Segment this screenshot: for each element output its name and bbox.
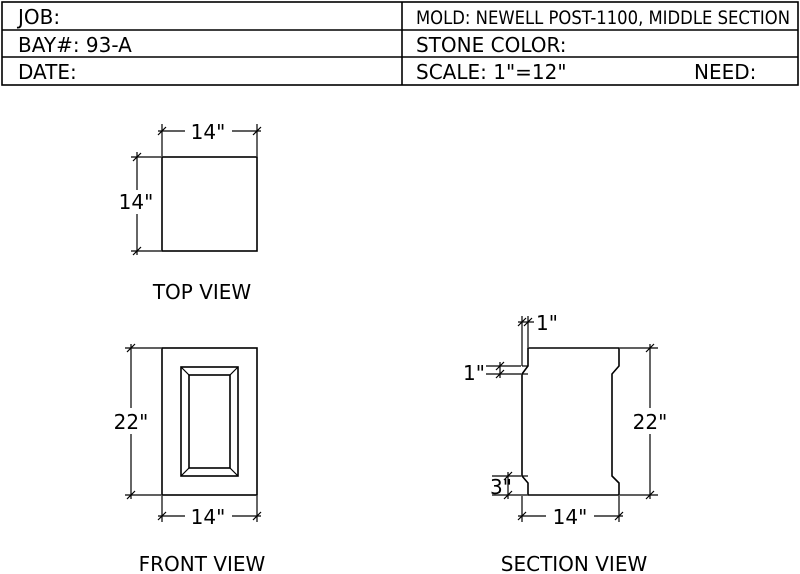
section-bottom-recess-dimension: 3"	[490, 471, 527, 500]
section-bottom-recess-dim-text: 3"	[490, 475, 512, 499]
dimension-tick	[157, 511, 167, 521]
dimension-tick	[495, 361, 505, 371]
section-view-caption: SECTION VIEW	[501, 552, 648, 574]
section-height-dimension: 22"	[620, 343, 668, 500]
front-view-width-dim-text: 14"	[191, 505, 226, 529]
dimension-tick	[157, 126, 167, 136]
scale-label: SCALE: 1"=12"	[416, 60, 567, 84]
top-view-caption: TOP VIEW	[152, 280, 252, 304]
mold-label: MOLD: NEWELL POST-1100, MIDDLE SECTION	[416, 7, 790, 29]
dimension-tick	[252, 511, 262, 521]
top-view-depth-dim-text: 14"	[119, 190, 154, 214]
dimension-tick	[503, 490, 513, 500]
need-label: NEED:	[694, 60, 756, 84]
section-width-dim-text: 14"	[553, 505, 588, 529]
section-side-recess-dim-text: 1"	[463, 361, 485, 385]
front-view-height-dim-text: 22"	[114, 410, 149, 434]
dimension-tick	[126, 343, 136, 353]
dimension-tick	[126, 490, 136, 500]
bay-label: BAY#: 93-A	[18, 33, 132, 57]
section-height-dim-text: 22"	[633, 410, 668, 434]
dimension-tick	[517, 511, 527, 521]
top-view-depth-dimension: 14"	[119, 152, 161, 256]
dimension-tick	[252, 126, 262, 136]
dimension-tick	[645, 343, 655, 353]
title-block: JOB: BAY#: 93-A DATE: MOLD: NEWELL POST-…	[1, 1, 799, 86]
dimension-tick	[645, 490, 655, 500]
section-view-profile	[521, 347, 620, 496]
panel-bevel-line	[180, 467, 190, 477]
dimension-tick	[495, 369, 505, 379]
section-width-dimension: 14"	[517, 496, 624, 529]
stone-color-label: STONE COLOR:	[416, 33, 567, 57]
dimension-tick	[132, 246, 142, 256]
panel-bevel-line	[180, 366, 190, 376]
dimension-tick	[132, 152, 142, 162]
top-view-width-dim-text: 14"	[191, 120, 226, 144]
top-view-outline	[161, 156, 258, 252]
front-view-width-dimension: 14"	[157, 496, 262, 529]
panel-bevel-line	[229, 467, 239, 477]
section-side-recess-dimension: 1"	[463, 361, 521, 385]
job-label: JOB:	[16, 5, 60, 29]
front-view-panel-outer	[180, 366, 239, 477]
panel-bevel-line	[229, 366, 239, 376]
dimension-tick	[517, 317, 527, 327]
title-block-border	[1, 1, 799, 86]
top-view: 14" 14" TOP VIEW	[119, 120, 262, 304]
top-view-width-dimension: 14"	[157, 120, 262, 156]
front-view-outline	[161, 347, 258, 496]
front-view-panel-inner	[188, 374, 231, 469]
section-top-offset-dim-text: 1"	[536, 311, 558, 335]
section-view: 1" 1" 3" 22"	[463, 311, 667, 574]
front-view-caption: FRONT VIEW	[139, 552, 266, 574]
dimension-tick	[503, 471, 513, 481]
dimension-tick	[614, 511, 624, 521]
front-view: 22" 14" FRONT VIEW	[114, 343, 266, 574]
dimension-tick	[523, 317, 533, 327]
date-label: DATE:	[18, 60, 77, 84]
front-view-height-dimension: 22"	[114, 343, 161, 500]
section-top-offset-dimension: 1"	[517, 311, 558, 366]
